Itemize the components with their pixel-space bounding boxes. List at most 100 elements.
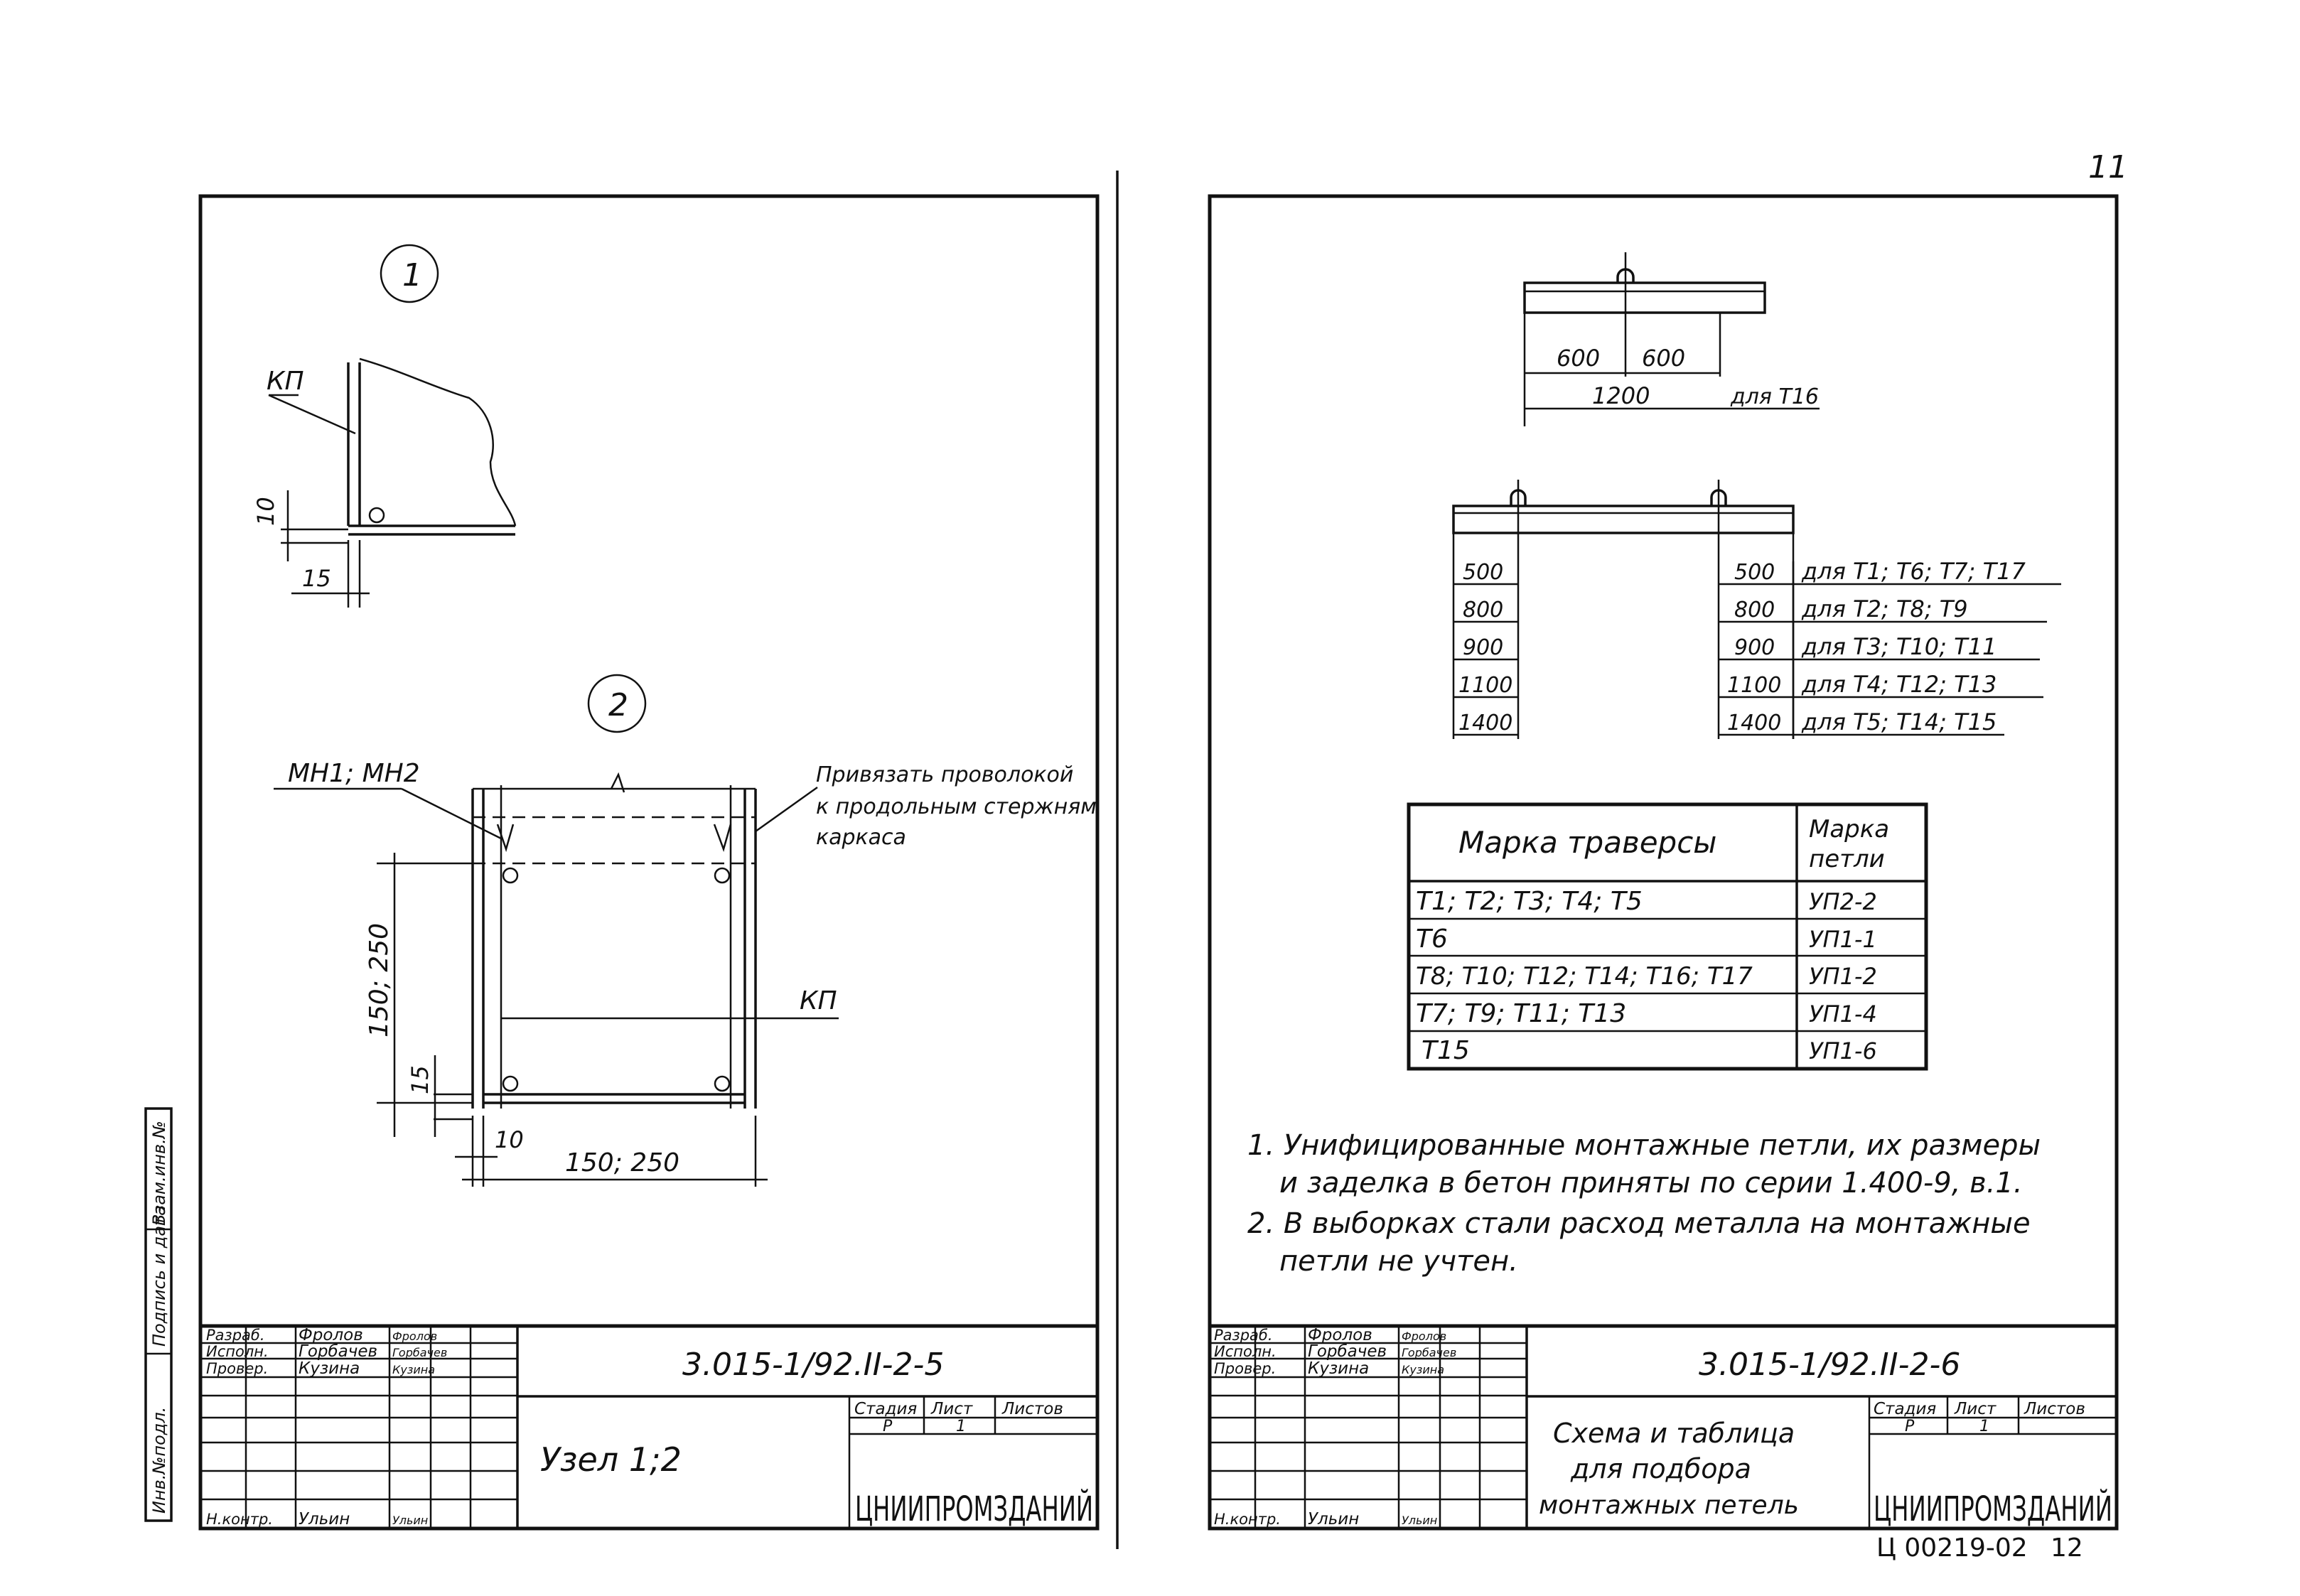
svg-text:1: 1	[956, 1418, 966, 1435]
lifting-loop-top	[1616, 268, 1635, 283]
note-line-3: 2. В выборках стали расход металла на мо…	[1247, 1207, 2031, 1240]
dim-600-right: 600	[1642, 345, 1685, 372]
svg-text:Лист: Лист	[930, 1400, 973, 1418]
longitudinal-bar-section	[368, 507, 385, 524]
detail-2-number: 2	[608, 687, 628, 723]
svg-text:Листов: Листов	[1001, 1400, 1063, 1418]
svg-text:Стадия: Стадия	[854, 1400, 917, 1418]
dim-600-left: 600	[1557, 345, 1600, 372]
svg-text:Кузина: Кузина	[1402, 1363, 1444, 1376]
stamp-original-inv: Инв.№подл.	[149, 1407, 169, 1514]
svg-text:Н.контр.: Н.контр.	[206, 1511, 273, 1528]
dim-right-5: 1400	[1727, 711, 1781, 735]
break-mark	[610, 772, 625, 793]
detail-2-marker	[587, 674, 647, 733]
dim-left-1: 500	[1463, 560, 1503, 585]
svg-text:Горбачев: Горбачев	[299, 1342, 377, 1361]
detail-1: 1 КП 10 15	[252, 244, 517, 608]
dim-right-3: 900	[1734, 635, 1775, 660]
svg-text:Листов: Листов	[2024, 1400, 2085, 1418]
tie-note-leader	[755, 786, 818, 833]
detail-1-marker	[380, 244, 439, 303]
general-notes: 1. Унифицированные монтажные петли, их р…	[1247, 1129, 2041, 1278]
tie-note-3: каркаса	[816, 825, 906, 850]
svg-text:Н.контр.: Н.контр.	[1214, 1511, 1281, 1528]
svg-text:Ульин: Ульин	[1402, 1514, 1437, 1527]
table-row: Т8; Т10; Т12; Т14; Т16; Т17	[1416, 962, 1753, 991]
svg-text:Фролов: Фролов	[392, 1330, 437, 1343]
footer-code: Ц 00219-02	[1876, 1533, 2028, 1563]
svg-text:Стадия: Стадия	[1874, 1400, 1936, 1418]
detail-1-number: 1	[402, 257, 422, 293]
title-block-left: Разраб. Исполн. Провер. Н.контр. Фролов …	[200, 1324, 1097, 1529]
dim-left-4: 1100	[1458, 673, 1512, 698]
dim-right-4: 1100	[1727, 673, 1781, 698]
svg-text:Фролов: Фролов	[1402, 1330, 1446, 1343]
svg-text:Р: Р	[883, 1418, 893, 1435]
dim-left-3: 900	[1463, 635, 1503, 660]
kp-leader	[268, 394, 356, 435]
svg-text:Ульин: Ульин	[1308, 1510, 1359, 1528]
left-sheet: Взам.инв.№ Подпись и дата Инв.№подл. 1 К…	[144, 171, 1119, 1549]
note-line-2: и заделка в бетон приняты по серии 1.400…	[1279, 1167, 2023, 1199]
stamp-replace-inv: Взам.инв.№	[149, 1121, 169, 1226]
right-sheet: 600 600 1200 для Т16 500	[1208, 194, 2119, 1563]
note-line-4: петли не учтен.	[1279, 1245, 1518, 1278]
svg-text:Исполн.: Исполн.	[206, 1343, 269, 1360]
svg-text:Фролов: Фролов	[1308, 1326, 1372, 1344]
drawing-title-right-3: монтажных петель	[1539, 1491, 1799, 1520]
table-row: Т7; Т9; Т11; Т13	[1416, 999, 1626, 1028]
side-stamp: Взам.инв.№ Подпись и дата Инв.№подл.	[144, 1107, 173, 1522]
svg-text:1: 1	[1979, 1418, 1989, 1435]
dim-10-detail-1: 10	[252, 497, 279, 526]
loop-selection-table: Марка траверсы Марка петли Т1; Т2; Т3; Т…	[1407, 802, 1928, 1071]
table-cell-loop: УП1-4	[1809, 1001, 1877, 1028]
dim-left-5: 1400	[1458, 711, 1512, 735]
dim-left-2: 800	[1463, 598, 1503, 622]
traverse-two-loops: 500 800 900 1100 1400 500 800 900 1100 1…	[1452, 480, 2061, 739]
dim-10-detail-2: 10	[495, 1126, 524, 1153]
table-row: Т1; Т2; Т3; Т4; Т5	[1416, 887, 1643, 916]
svg-text:Ульин: Ульин	[299, 1510, 350, 1528]
svg-text:Исполн.: Исполн.	[1214, 1343, 1277, 1360]
svg-text:Разраб.: Разраб.	[1214, 1327, 1273, 1344]
org-name-right: ЦНИИПРОМЗДАНИЙ	[1874, 1489, 2112, 1529]
svg-text:Кузина: Кузина	[1308, 1359, 1369, 1378]
dim-width: 150; 250	[565, 1148, 679, 1177]
svg-text:Лист: Лист	[1954, 1400, 1997, 1418]
svg-text:Провер.: Провер.	[206, 1360, 268, 1377]
table-header-loop-2: петли	[1809, 845, 1885, 873]
dim-15-detail-1: 15	[302, 565, 331, 592]
svg-text:Ульин: Ульин	[392, 1514, 428, 1527]
svg-text:Кузина: Кузина	[299, 1359, 360, 1378]
table-cell-loop: УП1-6	[1809, 1037, 1877, 1064]
table-row: Т15	[1422, 1036, 1470, 1065]
lifting-loop-right	[1710, 489, 1727, 506]
dim-15-detail-2: 15	[407, 1065, 434, 1094]
lifting-loop-left	[1510, 489, 1527, 506]
dim-right-2: 800	[1734, 598, 1775, 622]
svg-text:Р: Р	[1905, 1418, 1915, 1435]
left-sheet-frame	[198, 194, 1100, 1531]
tie-note-2: к продольным стержням	[816, 794, 1097, 819]
traverse-beam-bottom	[1452, 505, 1795, 534]
table-frame	[1407, 802, 1928, 1071]
concrete-break-line	[359, 357, 517, 527]
drawing-title-right-1: Схема и таблица	[1553, 1418, 1795, 1449]
note-row-4: для Т4; Т12; Т13	[1801, 671, 1997, 698]
note-line-1: 1. Унифицированные монтажные петли, их р…	[1247, 1129, 2041, 1162]
table-cell-loop: УП2-2	[1809, 888, 1877, 915]
drawing-title-left: Узел 1;2	[540, 1440, 682, 1479]
page-number: 11	[2088, 149, 2128, 185]
dim-right-1: 500	[1734, 560, 1775, 585]
dim-height: 150; 250	[365, 923, 394, 1037]
right-sheet-frame	[1208, 194, 2119, 1531]
drawing-title-right-2: для подбора	[1570, 1453, 1751, 1484]
label-kp-1: КП	[267, 367, 304, 396]
footer-page-number: 12	[2051, 1533, 2083, 1563]
note-row-3: для Т3; Т10; Т11	[1801, 633, 1997, 660]
tie-note-1: Привязать проволокой	[816, 762, 1073, 787]
svg-text:Разраб.: Разраб.	[206, 1327, 265, 1344]
table-cell-loop: УП1-1	[1809, 926, 1877, 953]
